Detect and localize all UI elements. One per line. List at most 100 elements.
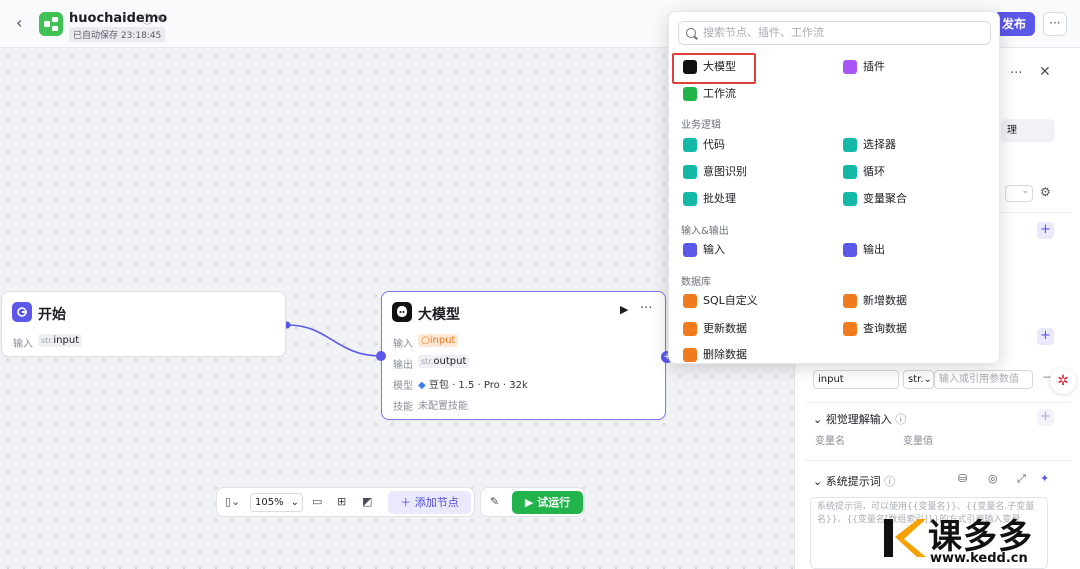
menu-item-output[interactable]: 输出 xyxy=(841,238,885,262)
prompt-library-icon[interactable]: ⛁ xyxy=(958,472,968,485)
assistant-icon[interactable]: ✲ xyxy=(1050,368,1076,394)
database-icon xyxy=(683,294,697,308)
menu-item-insert[interactable]: 新增数据 xyxy=(841,289,907,313)
group-title: 数据库 xyxy=(681,277,711,288)
llm-icon xyxy=(683,60,697,74)
panel-tab[interactable]: 理 xyxy=(1001,119,1055,142)
minus-icon[interactable]: − xyxy=(1042,370,1053,384)
mouse-icon[interactable]: ▯⌄ xyxy=(225,495,241,508)
menu-item-update[interactable]: 更新数据 xyxy=(681,317,747,341)
input-label: 输入 xyxy=(393,339,413,350)
search-icon xyxy=(686,28,696,38)
minimap-icon[interactable]: ◩ xyxy=(362,495,373,508)
if-icon xyxy=(843,138,857,152)
param-type-select[interactable]: str.⌄ xyxy=(903,370,934,389)
watermark-logo xyxy=(884,519,926,557)
panel-more-icon[interactable]: ··· xyxy=(1010,66,1023,81)
chevron-down-icon[interactable]: ⌄ xyxy=(1005,185,1033,202)
settings-icon[interactable]: ⚙ xyxy=(1040,185,1051,199)
debug-icon[interactable]: ✎ xyxy=(490,495,500,508)
add-input-button[interactable]: + xyxy=(1037,222,1054,239)
var-name-column: 变量名 xyxy=(815,436,845,447)
watermark: 课多多 www.kedd.cn xyxy=(880,509,1080,569)
vision-section-title[interactable]: ⌄ 视觉理解输入 ⓘ xyxy=(813,413,907,426)
input-variable-tag: ○input xyxy=(418,334,459,347)
close-icon[interactable]: ✕ xyxy=(1039,64,1051,80)
intent-icon xyxy=(683,165,697,179)
menu-item-delete[interactable]: 删除数据 xyxy=(681,343,747,367)
menu-item-selector[interactable]: 选择器 xyxy=(841,133,896,157)
info-icon: ⓘ xyxy=(142,13,153,26)
system-prompt-title[interactable]: ⌄ 系统提示词 ⓘ xyxy=(813,475,896,488)
menu-item-batch[interactable]: 批处理 xyxy=(681,187,736,211)
play-icon[interactable]: ▶ xyxy=(620,303,629,316)
app-logo xyxy=(39,12,63,36)
chevron-down-icon: ⌄ xyxy=(290,497,299,508)
sparkle-icon[interactable]: ✦ xyxy=(1040,472,1050,485)
back-icon[interactable]: ‹ xyxy=(16,13,23,32)
zoom-select[interactable]: 105% ⌄ xyxy=(250,493,303,512)
group-title: 输入&输出 xyxy=(681,226,729,237)
menu-item-query[interactable]: 查询数据 xyxy=(841,317,907,341)
database-icon xyxy=(843,322,857,336)
add-variable-button[interactable]: + xyxy=(1037,328,1054,345)
info-icon: ⓘ xyxy=(895,413,907,426)
add-node-dropdown: 搜索节点、插件、工作流 大模型 插件 工作流 业务逻辑 代码 选择器 意图识别 … xyxy=(668,11,1000,364)
node-title: 大模型 xyxy=(418,307,460,323)
title-icons[interactable]: ⓘ ✎ xyxy=(142,11,166,27)
database-icon xyxy=(683,348,697,362)
search-input[interactable]: 搜索节点、插件、工作流 xyxy=(678,21,991,45)
llm-node[interactable]: 大模型 ▶ ··· 输入 ○input 输出 str.output 模型 ◆ 豆… xyxy=(376,291,673,420)
input-icon xyxy=(683,243,697,257)
layout-icon[interactable]: ⊞ xyxy=(337,495,347,508)
menu-item-plugin[interactable]: 插件 xyxy=(841,55,885,79)
publish-button[interactable]: 发布 xyxy=(993,12,1035,36)
model-value: ◆ 豆包 · 1.5 · Pro · 32k xyxy=(418,380,528,391)
bulb-icon[interactable]: ◎ xyxy=(988,472,998,485)
menu-item-sql[interactable]: SQL自定义 xyxy=(681,289,758,313)
watermark-brand: 课多多 xyxy=(928,517,1033,557)
group-title: 业务逻辑 xyxy=(681,120,721,131)
menu-item-workflow[interactable]: 工作流 xyxy=(681,82,736,106)
menu-item-llm[interactable]: 大模型 xyxy=(681,55,736,79)
node-more-icon[interactable]: ··· xyxy=(640,301,653,316)
expand-icon[interactable]: ⤢ xyxy=(1017,472,1026,485)
skills-label: 技能 xyxy=(393,402,413,413)
workflow-icon xyxy=(44,17,58,31)
canvas-toolbar: ▯⌄ 105% ⌄ ▭ ⊞ ◩ ＋ 添加节点 xyxy=(216,487,475,517)
input-variable-tag: str.input xyxy=(38,334,83,347)
aggregate-icon xyxy=(843,192,857,206)
add-vision-button[interactable]: + xyxy=(1037,409,1054,426)
param-value-input[interactable]: 输入或引用参数值 xyxy=(934,370,1033,389)
start-node[interactable]: 开始 输入 str.input xyxy=(1,291,286,357)
param-name-input[interactable]: input xyxy=(813,370,899,389)
skills-value: 未配置技能 xyxy=(418,401,468,412)
menu-item-aggregate[interactable]: 变量聚合 xyxy=(841,187,907,211)
test-run-button[interactable]: ▶ 试运行 xyxy=(512,491,583,514)
divider xyxy=(805,460,1070,461)
run-toolbar: ✎ ▶ 试运行 xyxy=(480,487,585,517)
menu-item-code[interactable]: 代码 xyxy=(681,133,725,157)
divider xyxy=(805,402,1070,403)
highlight-box xyxy=(672,53,756,84)
menu-item-loop[interactable]: 循环 xyxy=(841,160,885,184)
info-icon: ⓘ xyxy=(884,475,896,488)
input-label: 输入 xyxy=(13,339,33,350)
start-icon xyxy=(12,302,32,322)
database-icon xyxy=(683,322,697,336)
workflow-icon xyxy=(683,87,697,101)
llm-input-port[interactable] xyxy=(376,351,386,361)
menu-item-input[interactable]: 输入 xyxy=(681,238,725,262)
var-value-column: 变量值 xyxy=(903,436,933,447)
llm-icon xyxy=(392,302,412,322)
more-button[interactable]: ··· xyxy=(1043,12,1067,36)
loop-icon xyxy=(843,165,857,179)
batch-icon xyxy=(683,192,697,206)
add-node-button[interactable]: ＋ 添加节点 xyxy=(388,491,471,514)
comment-icon[interactable]: ▭ xyxy=(312,495,323,508)
output-icon xyxy=(843,243,857,257)
autosave-badge: 已自动保存 23:18:45 xyxy=(69,27,166,42)
output-label: 输出 xyxy=(393,360,413,371)
menu-item-intent[interactable]: 意图识别 xyxy=(681,160,747,184)
node-connection-edge xyxy=(286,324,383,357)
